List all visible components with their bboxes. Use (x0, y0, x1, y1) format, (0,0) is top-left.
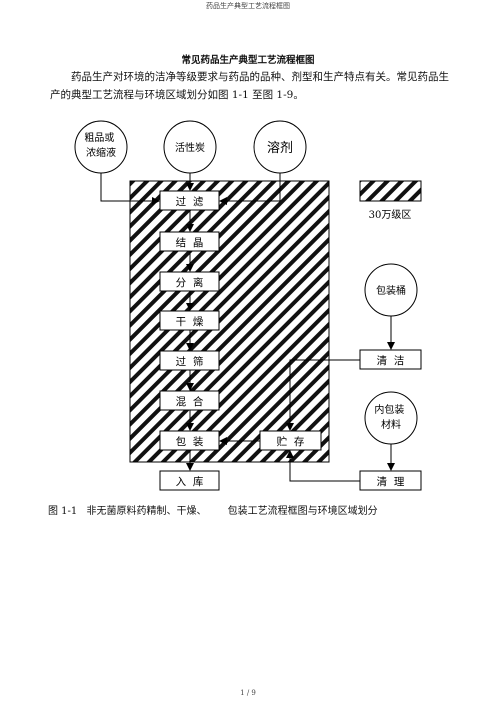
crude-input-circle (74, 120, 128, 174)
mix-label: 混 合 (176, 395, 204, 408)
tidy-label: 清 理 (377, 475, 405, 488)
bucket-label: 包装桶 (376, 284, 406, 297)
running-header: 药品生产典型工艺流程框图 (206, 2, 290, 10)
clean-label: 清 洁 (377, 354, 405, 367)
arrow-tidy-to-storage (286, 450, 360, 482)
arrow-clean-to-storage (286, 359, 360, 431)
solvent-input-label: 溶剂 (267, 141, 293, 156)
separate-label: 分 离 (176, 276, 204, 289)
legend-swatch (359, 180, 422, 202)
warehouse-box (159, 470, 220, 491)
page-title: 常见药品生产典型工艺流程框图 (181, 55, 315, 66)
pack-label: 包 装 (176, 435, 204, 448)
arrow-crude-to-filter (100, 173, 160, 205)
crude-line-2: 浓缩液 (86, 146, 116, 159)
inner-pack-circle (364, 391, 418, 445)
legend-label: 30万级区 (369, 209, 412, 221)
caption-text-b: 包装工艺流程框图与环境区域划分 (227, 506, 378, 517)
inner-line-2: 材料 (381, 418, 401, 431)
storage-label: 贮 存 (277, 435, 305, 448)
inner-pack-label: 内包装 材料 (374, 403, 407, 431)
page-number: 1 / 9 (240, 689, 256, 697)
intro-paragraph: 药品生产对环境的洁净等级要求与药品的品种、剂型和生产特点有关。常见药品生产的典型… (50, 71, 449, 101)
caption-number: 图 1-1 (48, 506, 78, 517)
crude-line-1: 粗品或 (84, 132, 114, 144)
carbon-input-label: 活性炭 (175, 141, 205, 154)
dry-label: 干 燥 (176, 316, 204, 328)
caption-text-a: 非无菌原料药精制、干燥、 (86, 506, 207, 517)
warehouse-label: 入 库 (176, 475, 204, 488)
crude-input-label: 粗品或 浓缩液 (84, 132, 117, 159)
figure-caption: 图 1-1 非无菌原料药精制、干燥、 包装工艺流程框图与环境区域划分 (48, 502, 384, 517)
sieve-label: 过 筛 (176, 355, 204, 368)
crystal-label: 结 晶 (176, 236, 204, 249)
inner-line-1: 内包装 (374, 403, 404, 416)
arrow-solvent-to-filter (219, 173, 281, 205)
filter-label: 过 滤 (176, 195, 204, 208)
